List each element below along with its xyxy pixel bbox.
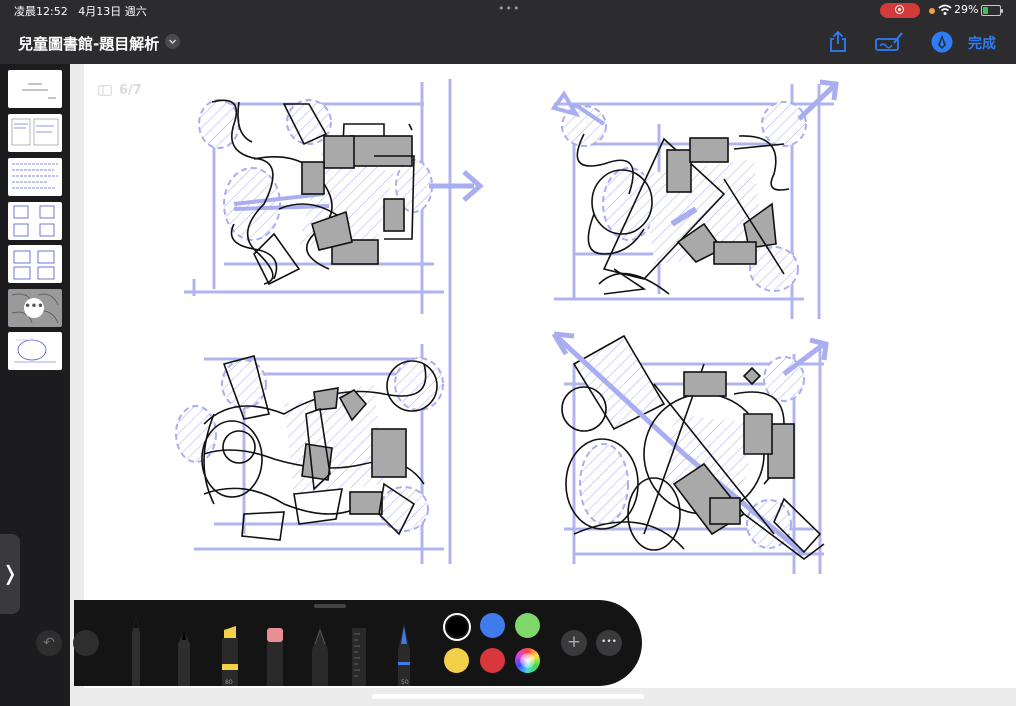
eraser-tool[interactable]: [267, 628, 283, 686]
page-thumbnail-1[interactable]: [8, 70, 62, 108]
drawing-toolbar: ↶ 80: [36, 600, 642, 686]
page-thumbnail-6[interactable]: •••: [8, 289, 62, 327]
record-icon: [895, 5, 904, 14]
page-thumbnail-sidebar: •••: [0, 64, 70, 706]
plus-icon: +: [566, 632, 582, 652]
page-indicator: 6/7: [119, 83, 142, 98]
sketch-drawing: [175, 79, 839, 574]
thumbnail-more-button[interactable]: •••: [24, 298, 44, 318]
sketch-quadrant-top-right: [550, 79, 839, 319]
toolbar-grabber[interactable]: [314, 604, 346, 608]
fineliner-tool[interactable]: [178, 630, 190, 686]
document-title[interactable]: 兒童圖書館-題目解析: [18, 35, 160, 53]
more-options-button[interactable]: •••: [596, 630, 622, 656]
sketch-quadrant-top-left: [184, 79, 484, 364]
tool-palette: 80 50: [132, 614, 410, 686]
fountain-pen-tool[interactable]: 50: [398, 624, 410, 686]
sketch-quadrant-bottom-left: [175, 344, 452, 564]
fountain-pen-width: 50: [401, 679, 409, 686]
ellipsis-icon: •••: [601, 637, 617, 647]
chevron-down-icon: [168, 39, 177, 45]
add-button[interactable]: +: [561, 630, 587, 656]
pen-tool[interactable]: [132, 614, 140, 686]
multitask-dots[interactable]: •••: [498, 2, 521, 15]
markup-toggle-icon[interactable]: [874, 30, 904, 54]
page-thumbnail-3[interactable]: [8, 158, 62, 196]
pen-circle-icon[interactable]: [930, 30, 954, 54]
color-swatch-green[interactable]: [515, 613, 540, 638]
redo-button[interactable]: [73, 630, 99, 656]
highlighter-tool[interactable]: 80: [222, 626, 238, 686]
color-wheel-button[interactable]: [515, 648, 540, 673]
mic-in-use-dot: [929, 8, 935, 14]
battery-icon: [981, 5, 1003, 16]
nav-bar: 兒童圖書館-題目解析 完成: [0, 22, 1016, 64]
sketch-quadrant-bottom-right: [551, 331, 829, 574]
sidebar-expand-handle[interactable]: ❭: [0, 534, 20, 614]
page-indicator-icon: [98, 85, 112, 96]
page-thumbnail-2[interactable]: [8, 114, 62, 152]
page-thumbnail-4[interactable]: [8, 202, 62, 240]
battery-percentage: 29%: [954, 3, 979, 16]
document-page-area[interactable]: 6/7: [70, 64, 1016, 706]
highlighter-width: 80: [225, 679, 233, 686]
battery-fill: [983, 7, 988, 14]
screen-record-indicator[interactable]: [880, 3, 920, 18]
status-time: 凌晨12:52 4月13日 週六: [14, 5, 147, 18]
ruler-tool[interactable]: [352, 628, 366, 686]
color-swatch-black-selected[interactable]: [443, 613, 471, 641]
page-thumbnail-5[interactable]: [8, 245, 62, 283]
undo-button[interactable]: ↶: [36, 630, 62, 656]
share-icon[interactable]: [827, 30, 849, 54]
wifi-icon: [938, 4, 952, 15]
page-canvas[interactable]: 6/7: [84, 64, 1016, 688]
color-swatch-red[interactable]: [480, 648, 505, 673]
title-menu-button[interactable]: [165, 34, 180, 49]
undo-icon: ↶: [43, 635, 55, 651]
color-swatch-yellow[interactable]: [444, 648, 469, 673]
pencil-tool[interactable]: [312, 628, 328, 686]
status-bar: 凌晨12:52 4月13日 週六 ••• 29%: [0, 0, 1016, 22]
page-thumbnail-7[interactable]: [8, 332, 62, 370]
done-button[interactable]: 完成: [968, 36, 996, 52]
home-indicator[interactable]: [372, 694, 644, 699]
color-swatch-blue[interactable]: [480, 613, 505, 638]
